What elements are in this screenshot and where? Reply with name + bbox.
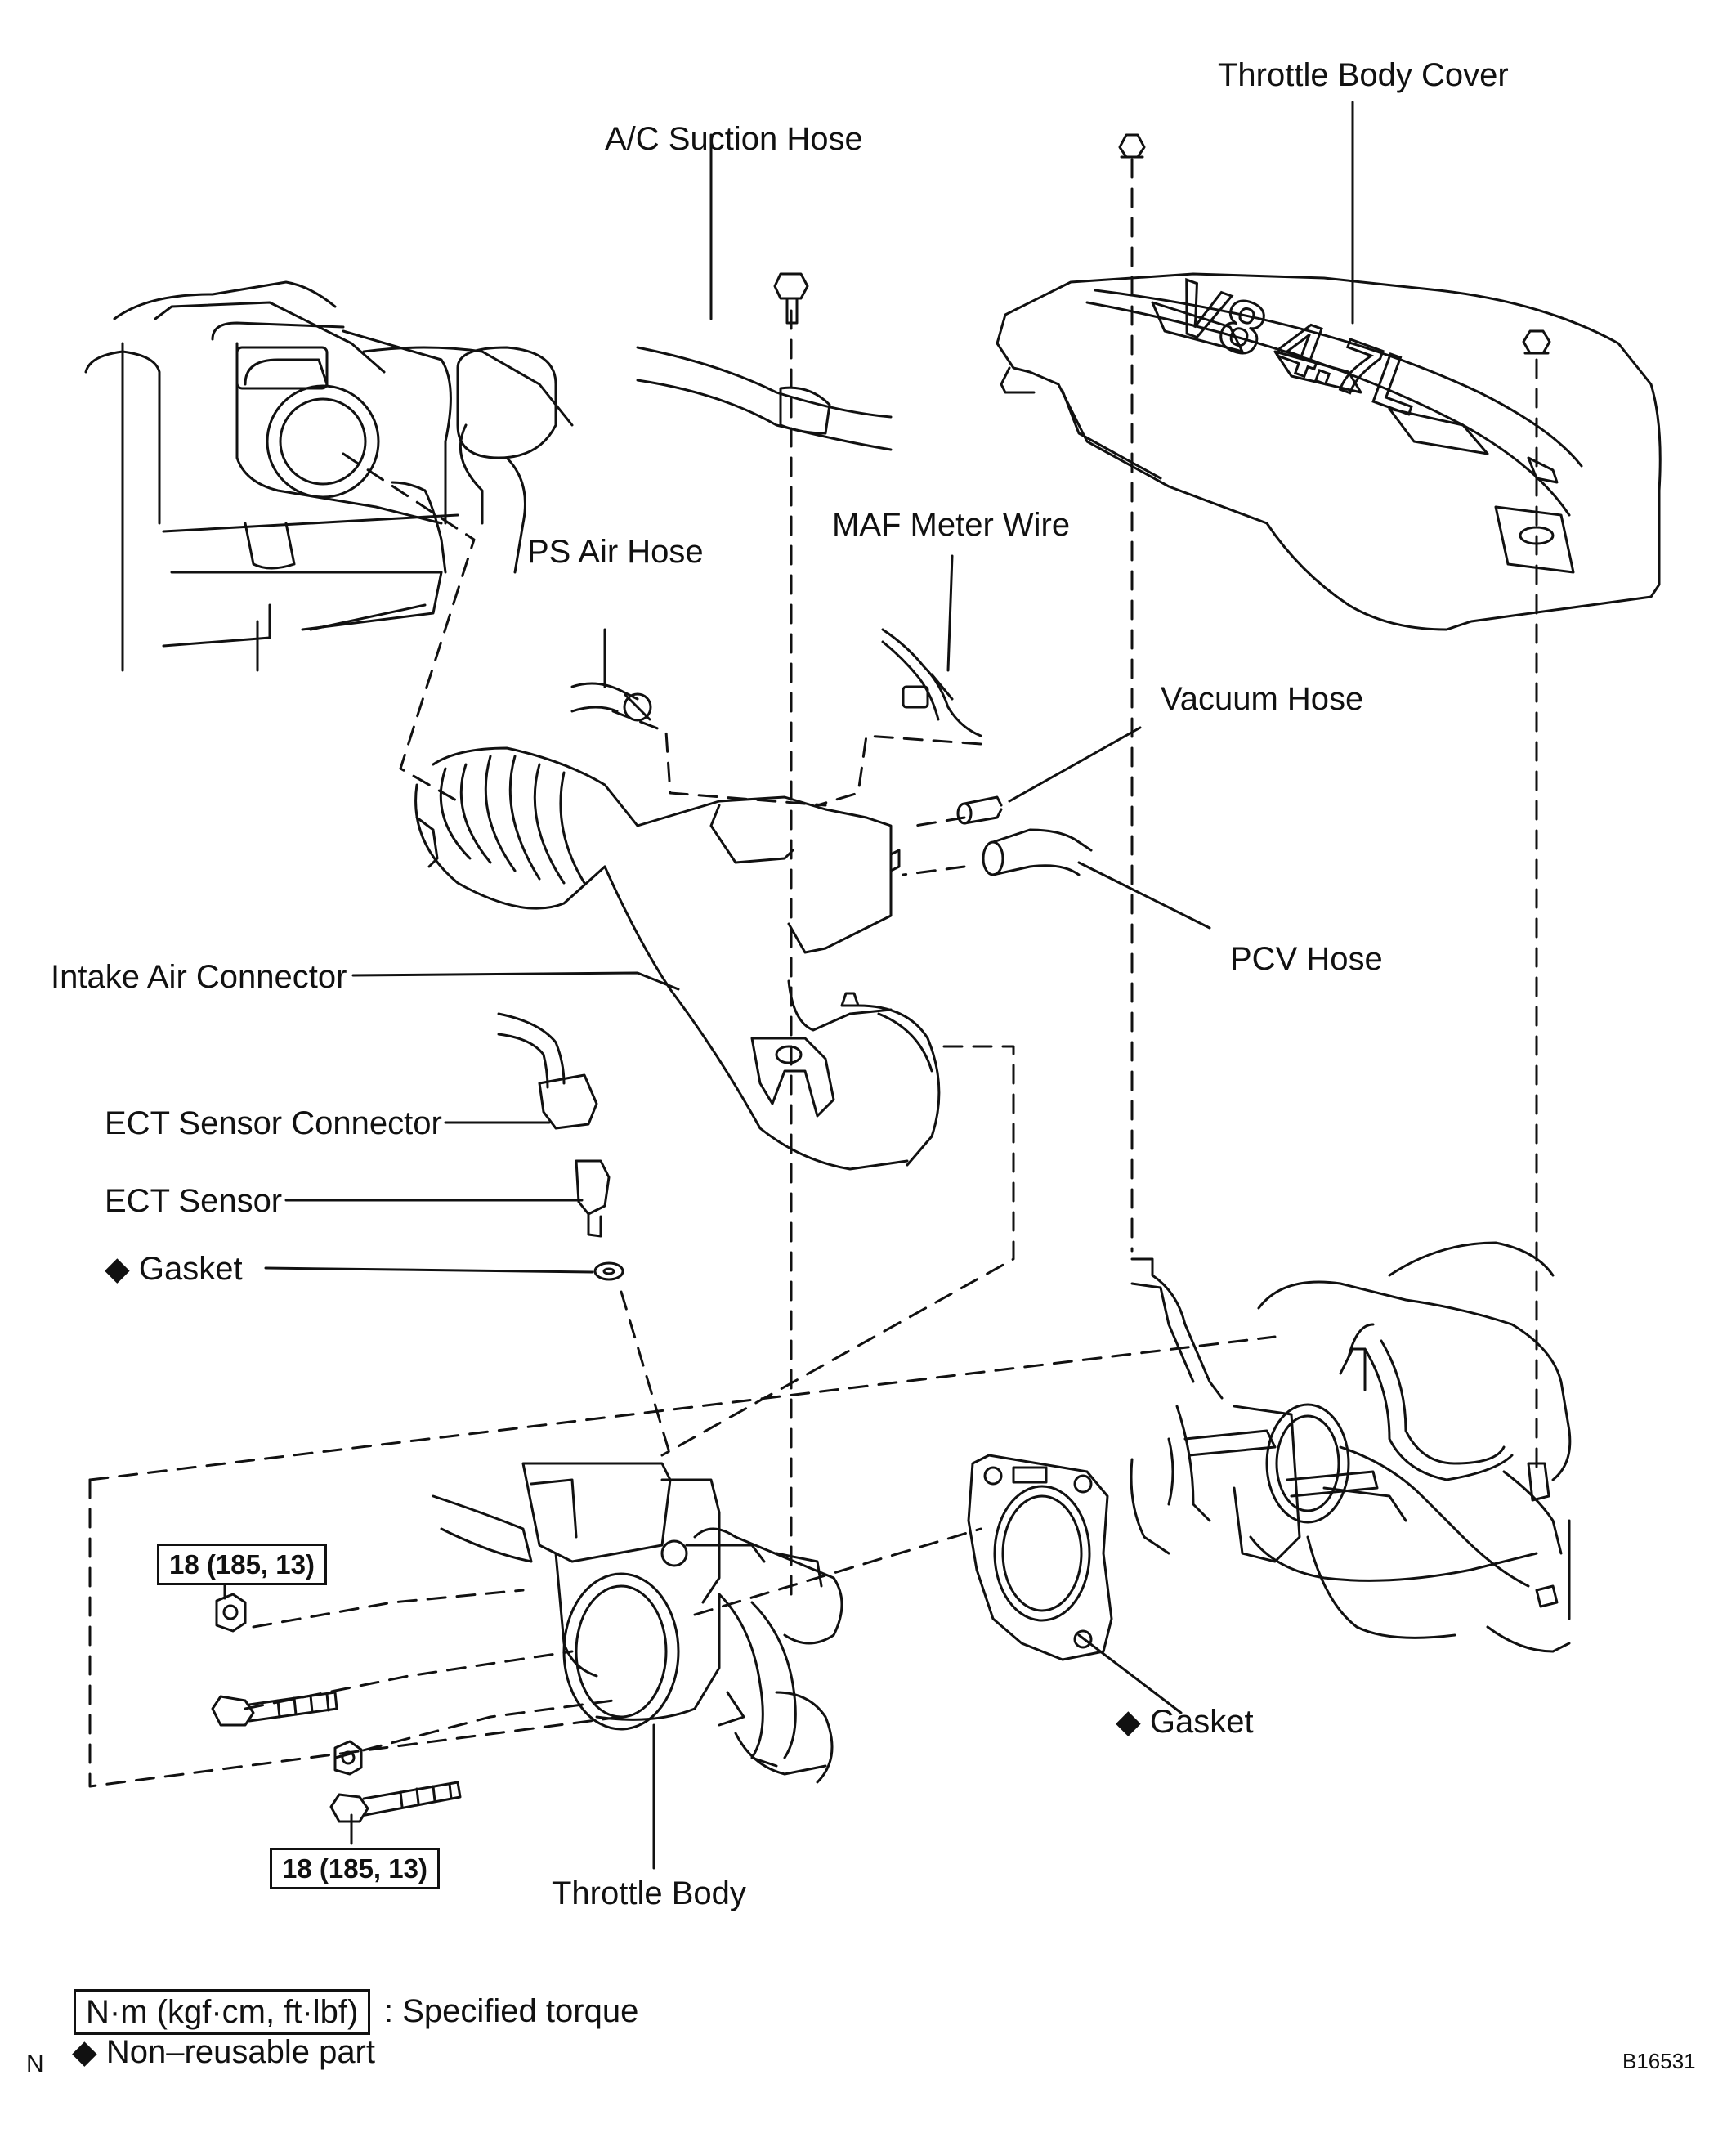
nonreusable-diamond-icon: ◆ — [105, 1251, 130, 1287]
label-ac-suction-hose: A/C Suction Hose — [605, 121, 863, 157]
pcv-hose — [982, 828, 1093, 876]
nonreusable-diamond-icon: ◆ — [1116, 1704, 1141, 1740]
ect-sensor-connector — [497, 1012, 598, 1130]
dashed-guide-lines — [88, 158, 1538, 1788]
cover-nut-left — [1118, 133, 1146, 159]
intake-manifold — [1130, 1241, 1572, 1653]
label-ps-air-hose: PS Air Hose — [527, 534, 704, 570]
ps-air-hose-clamp — [570, 682, 652, 722]
throttle-body-cover — [996, 272, 1662, 631]
label-intake-air-connector: Intake Air Connector — [51, 959, 347, 995]
long-bolt-lower — [329, 1781, 462, 1823]
nonreusable-diamond-icon: ◆ — [72, 2034, 97, 2070]
legend-nonreusable-text: Non–reusable part — [105, 2034, 375, 2070]
label-ect-sensor-connector: ECT Sensor Connector — [105, 1105, 442, 1141]
label-pcv-hose: PCV Hose — [1230, 941, 1383, 977]
bolt-top — [773, 272, 809, 325]
legend-torque-unit-box: N·m (kgf·cm, ft·lbf) — [74, 1989, 371, 2035]
ac-suction-hose — [636, 133, 893, 451]
intake-air-connector — [414, 746, 941, 1171]
torque-spec-lower: 18 (185, 13) — [270, 1848, 440, 1889]
label-gasket-upper: ◆ Gasket — [105, 1253, 243, 1285]
cover-nut-right — [1522, 329, 1551, 355]
label-ect-sensor: ECT Sensor — [105, 1183, 283, 1219]
torque-nut-lower — [333, 1740, 363, 1776]
leader-lines — [223, 101, 1354, 1870]
figure-code: B16531 — [1622, 2049, 1696, 2073]
label-gasket-lower: ◆ Gasket — [1116, 1705, 1254, 1738]
legend-nonreusable: ◆ Non–reusable part — [72, 2036, 375, 2068]
long-bolt-upper — [211, 1691, 338, 1727]
torque-nut-upper — [215, 1593, 247, 1633]
label-vacuum-hose: Vacuum Hose — [1161, 681, 1364, 717]
torque-spec-upper: 18 (185, 13) — [157, 1544, 327, 1585]
cover-embossed-text: V8 4.7L — [1163, 266, 1433, 431]
legend-torque-desc: : Specified torque — [384, 1993, 639, 2029]
label-throttle-body-cover: Throttle Body Cover — [1218, 57, 1509, 93]
label-throttle-body: Throttle Body — [552, 1875, 746, 1911]
vacuum-hose — [956, 795, 1003, 825]
throttle-body — [432, 1462, 843, 1784]
ect-sensor — [575, 1159, 611, 1238]
air-cleaner-view — [84, 280, 574, 672]
gasket-washer — [593, 1261, 624, 1281]
maf-meter-wire — [881, 628, 982, 737]
corner-mark-n: N — [26, 2050, 44, 2077]
throttle-body-gasket — [967, 1454, 1113, 1661]
gasket-upper-text: Gasket — [138, 1251, 243, 1287]
gasket-lower-text: Gasket — [1149, 1704, 1254, 1740]
label-maf-meter-wire: MAF Meter Wire — [832, 507, 1071, 543]
